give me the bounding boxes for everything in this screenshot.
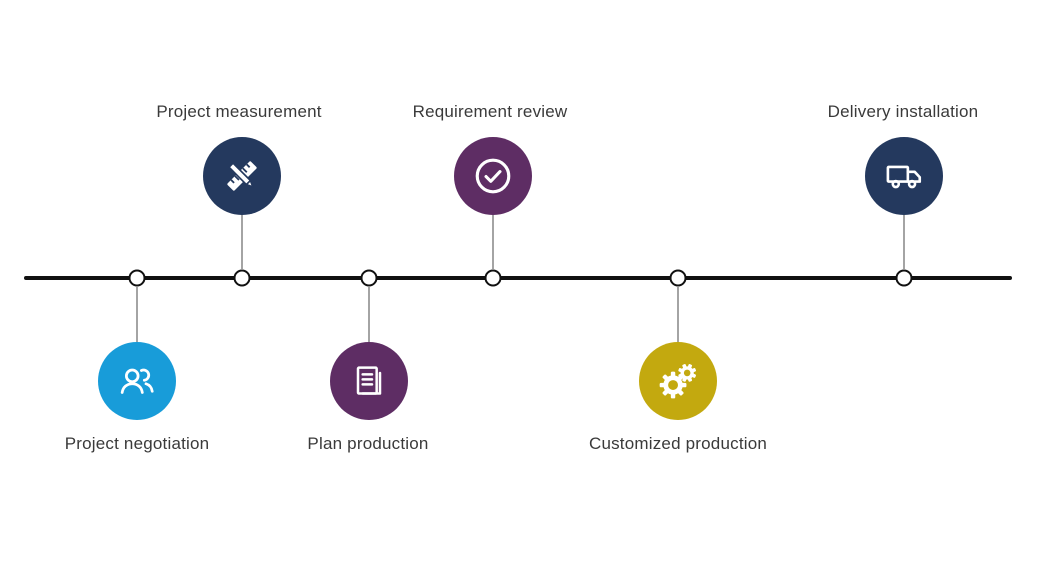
timeline-dot bbox=[669, 269, 687, 287]
check-circle-icon bbox=[471, 154, 515, 198]
gears-icon bbox=[656, 359, 700, 403]
connector-line bbox=[368, 287, 370, 343]
timeline-dot bbox=[233, 269, 251, 287]
node-label-project-negotiation: Project negotiation bbox=[64, 434, 210, 453]
node-label-plan-production: Plan production bbox=[307, 434, 429, 453]
connector-line bbox=[136, 287, 138, 343]
ruler-pencil-icon bbox=[220, 154, 264, 198]
timeline-dot bbox=[484, 269, 502, 287]
node-circle-delivery-installation bbox=[865, 137, 943, 215]
connector-line bbox=[492, 215, 494, 269]
connector-line bbox=[903, 215, 905, 269]
node-circle-project-measurement bbox=[203, 137, 281, 215]
connector-line bbox=[241, 215, 243, 269]
node-circle-project-negotiation bbox=[98, 342, 176, 420]
node-label-customized-production: Customized production bbox=[588, 434, 768, 453]
timeline-dot bbox=[128, 269, 146, 287]
node-label-requirement-review: Requirement review bbox=[412, 102, 568, 121]
document-icon bbox=[349, 361, 389, 401]
node-label-delivery-installation: Delivery installation bbox=[827, 102, 979, 121]
users-icon bbox=[115, 359, 159, 403]
timeline-dot bbox=[360, 269, 378, 287]
truck-icon bbox=[883, 155, 925, 197]
node-label-project-measurement: Project measurement bbox=[156, 102, 322, 121]
node-circle-customized-production bbox=[639, 342, 717, 420]
node-circle-plan-production bbox=[330, 342, 408, 420]
timeline-dot bbox=[895, 269, 913, 287]
node-circle-requirement-review bbox=[454, 137, 532, 215]
timeline-axis bbox=[24, 276, 1012, 280]
connector-line bbox=[677, 287, 679, 343]
